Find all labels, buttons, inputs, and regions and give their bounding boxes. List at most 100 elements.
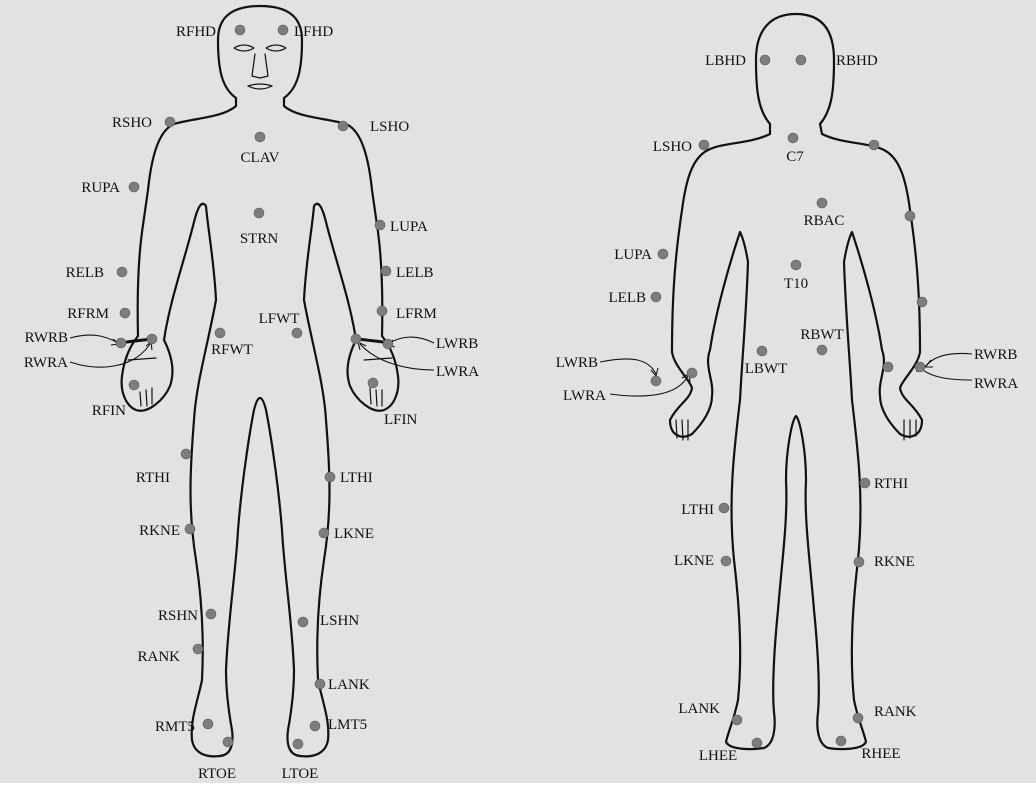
marker-dot-b-rupa: [905, 211, 915, 221]
marker-dot-b-rhee: [836, 736, 846, 746]
marker-label-f-rtoe: RTOE: [198, 766, 236, 782]
marker-dot-f-lmt5: [310, 721, 320, 731]
marker-dot-f-rsho: [165, 117, 175, 127]
marker-dot-f-ltoe: [293, 739, 303, 749]
marker-label-f-clav: CLAV: [241, 150, 280, 166]
marker-label-f-strn: STRN: [240, 231, 279, 247]
marker-dot-f-rfwt: [215, 328, 225, 338]
marker-label-b-lhee: LHEE: [699, 748, 737, 764]
marker-dot-f-rwrb: [116, 338, 126, 348]
marker-label-b-rbhd: RBHD: [836, 53, 878, 69]
marker-dot-f-lfhd: [278, 25, 288, 35]
marker-label-f-rkne: RKNE: [139, 523, 180, 539]
marker-label-f-lfwt: LFWT: [259, 311, 300, 327]
marker-dot-f-lfwt: [292, 328, 302, 338]
marker-dot-b-rwrb: [915, 362, 925, 372]
marker-dot-f-rwra: [147, 334, 157, 344]
marker-label-f-lank: LANK: [328, 677, 370, 693]
marker-label-f-lwra: LWRA: [436, 364, 479, 380]
marker-label-b-lkne: LKNE: [674, 553, 714, 569]
marker-label-b-lthi: LTHI: [681, 502, 714, 518]
marker-dot-b-relb: [917, 297, 927, 307]
marker-label-f-lelb: LELB: [396, 265, 434, 281]
marker-label-f-lfhd: LFHD: [294, 24, 333, 40]
marker-dot-f-clav: [255, 132, 265, 142]
marker-dot-b-c7: [788, 133, 798, 143]
marker-label-f-rfin: RFIN: [92, 403, 126, 419]
marker-dot-f-rank: [193, 644, 203, 654]
marker-label-b-lwrb: LWRB: [556, 355, 598, 371]
marker-dot-b-lelb: [651, 292, 661, 302]
marker-dot-f-lank: [315, 679, 325, 689]
marker-dot-b-lank: [732, 715, 742, 725]
marker-dot-f-rfrm: [120, 308, 130, 318]
marker-dot-f-lthi: [325, 472, 335, 482]
marker-label-b-rank: RANK: [874, 704, 917, 720]
marker-label-f-rfhd: RFHD: [176, 24, 216, 40]
marker-label-f-rupa: RUPA: [81, 180, 120, 196]
marker-dot-b-lwrb: [651, 376, 661, 386]
marker-label-b-c7: C7: [786, 149, 804, 165]
marker-label-f-lkne: LKNE: [334, 526, 374, 542]
marker-label-b-lsho: LSHO: [653, 139, 692, 155]
marker-dot-f-rthi: [181, 449, 191, 459]
marker-label-b-lbhd: LBHD: [705, 53, 746, 69]
marker-dot-b-lsho: [699, 140, 709, 150]
marker-dot-f-rtoe: [223, 737, 233, 747]
marker-dot-f-lupa: [375, 220, 385, 230]
marker-dot-b-lkne: [721, 556, 731, 566]
marker-dot-f-rfin: [129, 380, 139, 390]
marker-dot-f-rfhd: [235, 25, 245, 35]
marker-dot-b-lbhd: [760, 55, 770, 65]
marker-dot-f-lsho: [338, 121, 348, 131]
marker-dot-b-rbwt: [817, 345, 827, 355]
marker-dot-f-lfin: [368, 378, 378, 388]
marker-dot-b-lupa: [658, 249, 668, 259]
marker-dot-f-rmt5: [203, 719, 213, 729]
marker-dot-b-lhee: [752, 738, 762, 748]
marker-label-f-rwrb: RWRB: [25, 330, 68, 346]
marker-dot-f-rshn: [206, 609, 216, 619]
marker-dot-f-relb: [117, 267, 127, 277]
marker-label-b-lank: LANK: [678, 701, 720, 717]
marker-label-f-rshn: RSHN: [158, 608, 198, 624]
marker-label-b-lelb: LELB: [609, 290, 647, 306]
marker-label-f-rwra: RWRA: [24, 355, 68, 371]
marker-dot-b-rbac: [817, 198, 827, 208]
marker-label-b-rthi: RTHI: [874, 476, 908, 492]
marker-label-b-t10: T10: [784, 276, 808, 292]
marker-label-b-rwra: RWRA: [974, 376, 1018, 392]
marker-dot-b-rsho: [869, 140, 879, 150]
marker-label-f-lwrb: LWRB: [436, 336, 478, 352]
marker-label-f-lthi: LTHI: [340, 470, 373, 486]
marker-label-f-ltoe: LTOE: [282, 766, 319, 782]
marker-dot-f-lwrb: [383, 339, 393, 349]
marker-label-f-lupa: LUPA: [390, 219, 428, 235]
marker-dot-b-rthi: [860, 478, 870, 488]
marker-dot-b-lbwt: [757, 346, 767, 356]
marker-label-f-rmt5: RMT5: [155, 719, 195, 735]
marker-dot-f-rupa: [129, 182, 139, 192]
marker-label-f-relb: RELB: [66, 265, 104, 281]
marker-label-f-rthi: RTHI: [136, 470, 170, 486]
marker-label-f-rfwt: RFWT: [211, 342, 253, 358]
marker-dot-f-rkne: [185, 524, 195, 534]
marker-dot-b-lwra: [687, 368, 697, 378]
marker-label-b-rbac: RBAC: [804, 213, 845, 229]
marker-label-b-rhee: RHEE: [861, 746, 900, 762]
marker-label-b-rbwt: RBWT: [800, 327, 843, 343]
marker-label-b-lupa: LUPA: [614, 247, 652, 263]
marker-dot-b-rwra: [883, 362, 893, 372]
marker-label-b-lwra: LWRA: [563, 388, 606, 404]
marker-label-f-rsho: RSHO: [112, 115, 152, 131]
marker-dot-b-rkne: [854, 557, 864, 567]
marker-dot-b-rank: [853, 713, 863, 723]
marker-label-b-rwrb: RWRB: [974, 347, 1017, 363]
marker-dot-b-rbhd: [796, 55, 806, 65]
marker-dot-f-lfrm: [377, 306, 387, 316]
marker-label-f-lfin: LFIN: [384, 412, 418, 428]
marker-dot-f-lelb: [381, 266, 391, 276]
marker-dot-f-strn: [254, 208, 264, 218]
marker-dot-f-lwra: [351, 334, 361, 344]
